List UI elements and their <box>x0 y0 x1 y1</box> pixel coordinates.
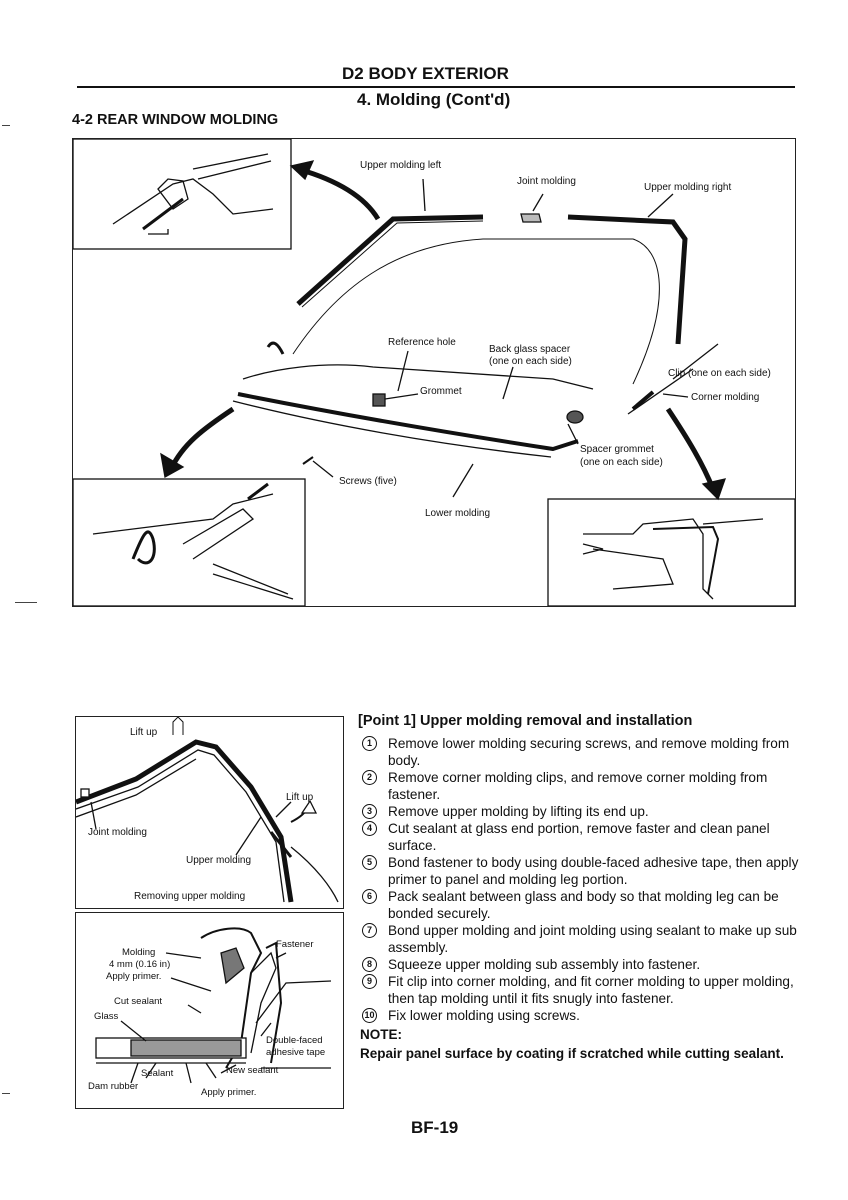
step-text: Bond upper molding and joint molding usi… <box>388 923 797 955</box>
label-grommet: Grommet <box>420 386 462 397</box>
label-spacer-grommet-note: (one on each side) <box>580 457 663 468</box>
label-clip: Clip (one on each side) <box>668 368 771 379</box>
step-number: 1 <box>362 736 377 751</box>
step-item: 2 Remove corner molding clips, and remove… <box>358 769 800 803</box>
step-text: Bond fastener to body using double-faced… <box>388 855 799 887</box>
label-double-faced-2: adhesive tape <box>266 1047 326 1058</box>
step-number: 10 <box>362 1008 377 1023</box>
step-text: Cut sealant at glass end portion, remove… <box>388 821 770 853</box>
sub-heading: 4-2 REAR WINDOW MOLDING <box>72 112 279 128</box>
label-lift-up-2: Lift up <box>286 792 314 803</box>
step-item: 5 Bond fastener to body using double-face… <box>358 854 800 888</box>
label-double-faced-1: Double-faced <box>266 1035 323 1046</box>
label-dam-rubber: Dam rubber <box>88 1081 139 1092</box>
margin-mark <box>15 602 37 603</box>
label-apply-primer-1: Apply primer. <box>106 971 162 982</box>
removing-upper-molding-figure: Lift up Lift up Joint molding Upper mold… <box>75 716 344 909</box>
step-item: 6 Pack sealant between glass and body so … <box>358 888 800 922</box>
label-molding: Molding <box>122 947 156 958</box>
step-item: 9 Fit clip into corner molding, and fit c… <box>358 973 800 1007</box>
rear-window-drawing <box>73 139 795 606</box>
step-text: Fix lower molding using screws. <box>388 1008 580 1023</box>
step-number: 3 <box>362 804 377 819</box>
step-number: 9 <box>362 974 377 989</box>
step-text: Remove corner molding clips, and remove … <box>388 770 768 802</box>
step-item: 7 Bond upper molding and joint molding us… <box>358 922 800 956</box>
label-new-sealant: New sealant <box>226 1065 279 1076</box>
step-text: Remove lower molding securing screws, an… <box>388 736 790 768</box>
molding-cross-section-drawing <box>95 927 332 1084</box>
label-reference-hole: Reference hole <box>388 337 456 348</box>
subsection-title: 4. Molding (Cont'd) <box>357 90 511 109</box>
rear-window-molding-figure: Upper molding left Joint molding Upper m… <box>72 138 796 607</box>
label-apply-primer-2: Apply primer. <box>201 1087 257 1098</box>
label-back-glass-spacer-note: (one on each side) <box>489 356 572 367</box>
label-back-glass-spacer: Back glass spacer <box>489 344 571 355</box>
step-text: Squeeze upper molding sub assembly into … <box>388 957 701 972</box>
step-text: Fit clip into corner molding, and fit co… <box>388 974 794 1006</box>
label-corner-molding: Corner molding <box>691 392 760 403</box>
figure-caption: Removing upper molding <box>134 891 246 902</box>
label-joint-molding: Joint molding <box>517 176 576 187</box>
label-lower-molding: Lower molding <box>425 508 491 519</box>
instruction-steps: 1 Remove lower molding securing screws, a… <box>358 735 800 1024</box>
note-text: Repair panel surface by coating if scrat… <box>360 1046 784 1061</box>
label-glass: Glass <box>94 1011 119 1022</box>
step-item: 1 Remove lower molding securing screws, a… <box>358 735 800 769</box>
margin-mark <box>2 125 10 126</box>
page-number: BF-19 <box>411 1118 459 1137</box>
label-upper-molding: Upper molding <box>186 855 252 866</box>
step-number: 7 <box>362 923 377 938</box>
step-number: 4 <box>362 821 377 836</box>
removing-upper-molding-drawing <box>76 717 339 903</box>
step-item: 10 Fix lower molding using screws. <box>358 1007 800 1024</box>
label-fastener: Fastener <box>276 939 314 950</box>
margin-mark <box>2 1093 10 1094</box>
label-lift-up-1: Lift up <box>130 727 158 738</box>
molding-cross-section-figure: Molding 4 mm (0.16 in) Apply primer. Fas… <box>75 912 344 1109</box>
label-dimension: 4 mm (0.16 in) <box>109 959 171 970</box>
header-rule <box>77 86 795 88</box>
step-number: 8 <box>362 957 377 972</box>
step-text: Pack sealant between glass and body so t… <box>388 889 779 921</box>
step-item: 3 Remove upper molding by lifting its end… <box>358 803 800 820</box>
note-label: NOTE: <box>360 1027 402 1042</box>
label-joint-molding: Joint molding <box>88 827 147 838</box>
step-number: 2 <box>362 770 377 785</box>
label-screws: Screws (five) <box>339 476 397 487</box>
step-text: Remove upper molding by lifting its end … <box>388 804 649 819</box>
label-sealant: Sealant <box>141 1068 174 1079</box>
step-item: 8 Squeeze upper molding sub assembly into… <box>358 956 800 973</box>
section-title: D2 BODY EXTERIOR <box>342 64 509 83</box>
step-number: 6 <box>362 889 377 904</box>
label-cut-sealant: Cut sealant <box>114 996 163 1007</box>
label-upper-molding-right: Upper molding right <box>644 182 732 193</box>
step-item: 4 Cut sealant at glass end portion, remov… <box>358 820 800 854</box>
point-heading: [Point 1] Upper molding removal and inst… <box>358 713 693 729</box>
label-spacer-grommet: Spacer grommet <box>580 444 654 455</box>
step-number: 5 <box>362 855 377 870</box>
label-upper-molding-left: Upper molding left <box>360 160 442 171</box>
